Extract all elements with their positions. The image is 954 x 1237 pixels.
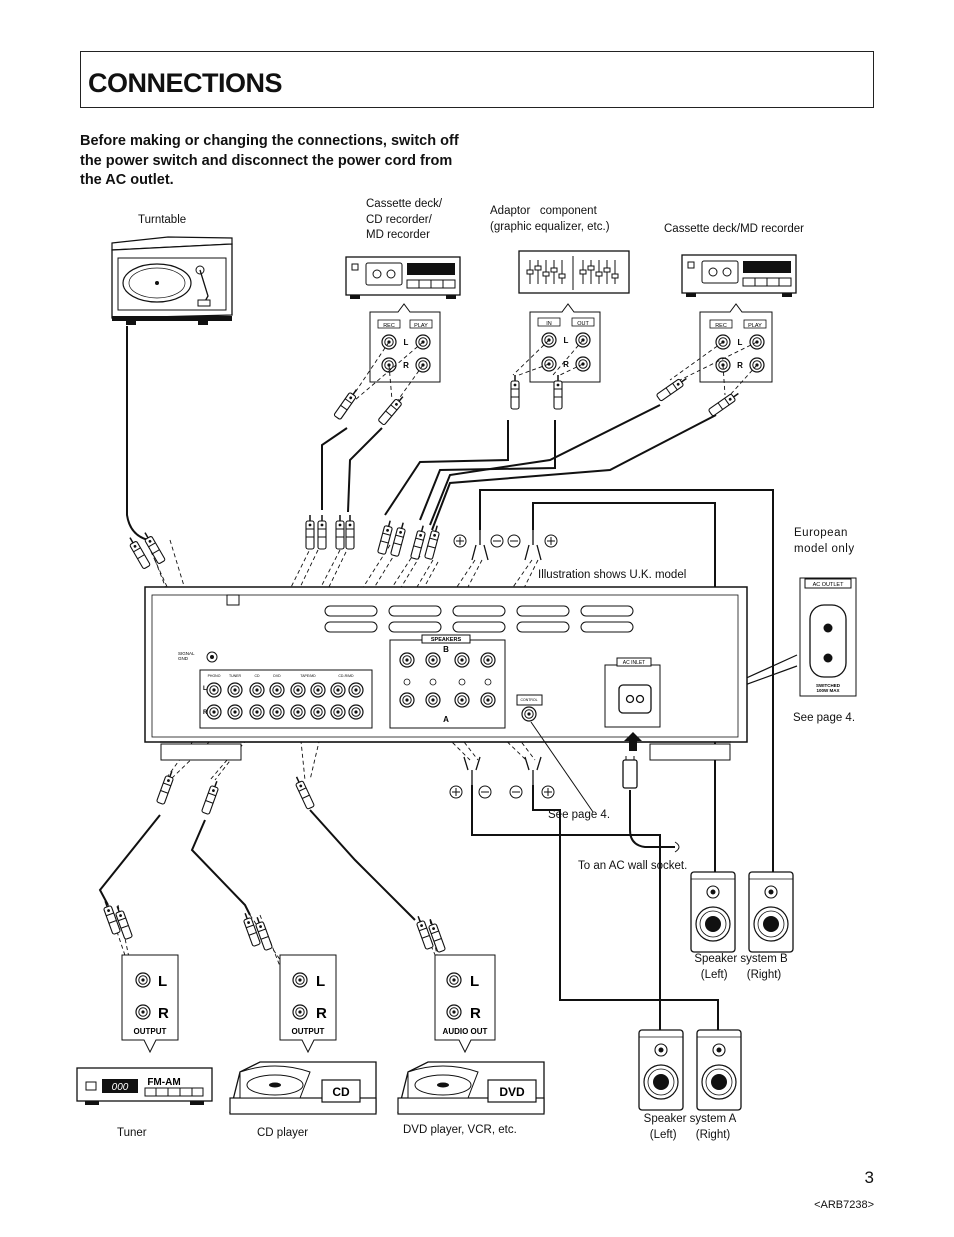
svg-text:L: L [738,338,743,347]
title-box: CONNECTIONS [80,51,874,108]
speaker-wire-connectors [463,530,542,785]
tuner-output-panel: L R OUTPUT [121,954,179,1054]
speaker-b-left-icon [690,871,736,953]
dvd-label: DVD [499,1085,525,1099]
svg-text:REC: REC [715,323,727,329]
tuner-icon: 000 FM-AM [76,1067,213,1105]
svg-text:TAPE/MD: TAPE/MD [300,674,316,678]
dvd-output-panel: L R AUDIO OUT [434,954,496,1054]
svg-text:PLAY: PLAY [748,323,762,329]
svg-text:TUNER: TUNER [229,674,242,678]
cd-output-label: OUTPUT [292,1027,325,1036]
european-label: European model only [794,527,855,555]
turntable-label: Turntable [138,214,187,226]
ac-outlet-label: AC OUTLET [813,582,845,588]
dvd-player-icon: DVD [397,1061,545,1115]
cd-player-label: CD player [257,1127,309,1139]
svg-text:R: R [737,361,743,370]
european-ac-outlet: AC OUTLET SWITCHED 100W MAX [799,577,857,697]
cassette-deck-2-icon [681,254,797,297]
see-page-control-label: See page 4. [548,809,611,821]
svg-text:DVD: DVD [273,674,281,678]
speakers-a-label: A [443,715,449,724]
cassette-2-label: Cassette deck/MD recorder [664,223,804,235]
dvd-audio-out-label: AUDIO OUT [443,1027,488,1036]
svg-text:L: L [564,336,569,345]
control-label: CONTROL [520,698,537,702]
dvd-player-label: DVD player, VCR, etc. [403,1124,517,1136]
cd-player-icon: CD [229,1061,377,1115]
cassette-deck-1-icon [345,256,461,299]
svg-text:L: L [158,973,167,990]
ac-wall-label: To an AC wall socket. [578,860,688,872]
svg-text:L: L [203,686,207,692]
svg-text:L: L [316,973,325,990]
cassette-1-label: Cassette deck/ CD recorder/ MD recorder [366,198,443,241]
control-pointer-line [530,721,594,813]
svg-text:R: R [470,1005,481,1022]
cassette-2-jack-panel: REC PLAY L R [699,303,773,383]
tuner-output-label: OUTPUT [134,1027,167,1036]
turntable-icon [111,236,233,325]
l-label: L [404,338,409,347]
switched-rating-label: 100W MAX [816,688,839,693]
rec-label: REC [383,323,395,329]
adaptor-jack-panel: IN OUT L R [529,303,601,383]
svg-text:CD-R/MD: CD-R/MD [338,674,354,678]
svg-text:CD: CD [254,674,260,678]
switched-label: SWITCHED [816,683,841,688]
page-title: CONNECTIONS [88,68,283,98]
adaptor-label: Adaptor component (graphic equalizer, et… [490,205,610,233]
cd-output-panel: L R OUTPUT [279,954,337,1054]
speaker-a-left-icon [638,1029,684,1111]
page-number: 3 [864,1168,874,1187]
see-page-ac-label: See page 4. [793,712,856,724]
tuner-band-label: FM-AM [147,1077,180,1088]
speaker-b-label: Speaker system B (Left) (Right) [694,953,788,981]
svg-text:R: R [563,360,569,369]
speakers-b-label: B [443,645,449,654]
speaker-a-right-icon [696,1029,742,1111]
speakers-label: SPEAKERS [431,637,462,643]
out-label: OUT [577,321,589,327]
speaker-b-right-icon [748,871,794,953]
r-label: R [403,361,409,370]
tuner-label: Tuner [117,1127,147,1139]
svg-text:R: R [316,1005,327,1022]
tuner-display: 000 [112,1082,129,1093]
doc-code: <ARB7238> [814,1199,874,1211]
svg-text:L: L [470,973,479,990]
adaptor-component-icon [518,250,630,294]
svg-text:R: R [203,710,208,716]
illustration-note: Illustration shows U.K. model [538,569,687,581]
cd-label: CD [332,1085,350,1099]
ac-plug-icon [622,732,680,853]
in-label: IN [546,321,552,327]
play-label: PLAY [414,323,428,329]
cassette-1-jack-panel: REC PLAY L R [369,303,441,383]
ac-inlet-label: AC INLET [623,660,646,666]
svg-text:R: R [158,1005,169,1022]
warning-text: Before making or changing the connection… [80,133,459,188]
polarity-marks [449,534,558,799]
input-label: PHONO [208,674,221,678]
speaker-a-label: Speaker system A (Left) (Right) [643,1113,737,1141]
